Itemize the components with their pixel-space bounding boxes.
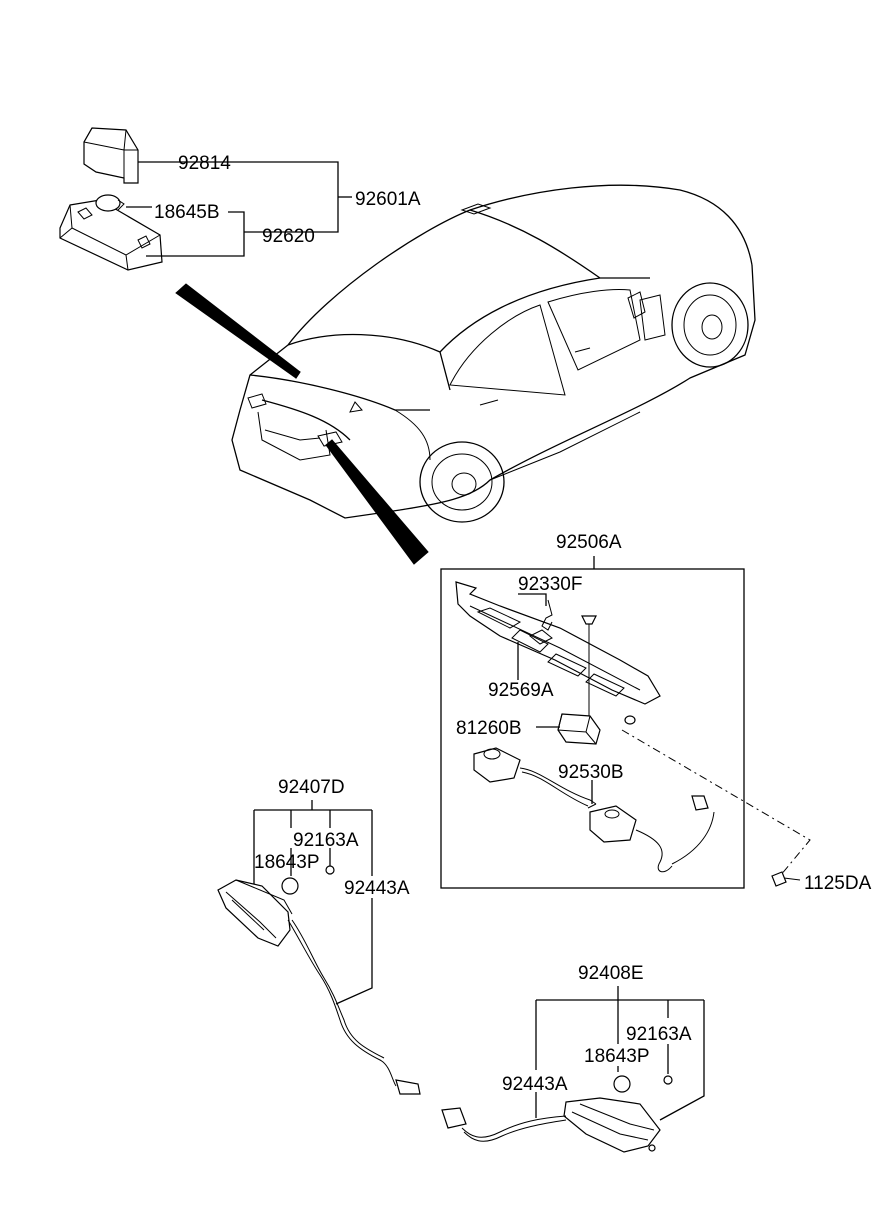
license-lamp-unit bbox=[473, 747, 715, 873]
label-92569A: 92569A bbox=[488, 680, 554, 701]
label-92443A-right: 92443A bbox=[502, 1074, 568, 1095]
label-1125DA: 1125DA bbox=[804, 873, 872, 894]
bolt bbox=[771, 871, 801, 887]
label-92163A-left: 92163A bbox=[293, 830, 359, 851]
pointer-license-lamp bbox=[325, 439, 429, 565]
switch bbox=[557, 713, 601, 745]
label-92620: 92620 bbox=[262, 226, 315, 247]
label-92407D: 92407D bbox=[278, 777, 345, 798]
label-92506A: 92506A bbox=[556, 532, 622, 553]
label-18643P-left: 18643P bbox=[254, 852, 320, 873]
room-lamp-lens bbox=[83, 127, 139, 184]
car-illustration bbox=[231, 184, 756, 523]
room-lamp-housing bbox=[59, 194, 163, 271]
label-92530B: 92530B bbox=[558, 762, 624, 783]
label-92408E: 92408E bbox=[578, 963, 644, 984]
nut bbox=[624, 715, 636, 725]
label-92443A-left: 92443A bbox=[344, 878, 410, 899]
right-rear-lamp bbox=[441, 1075, 673, 1153]
left-rear-lamp bbox=[217, 865, 421, 1095]
garnish-panel bbox=[455, 581, 661, 705]
pointer-room-lamp bbox=[175, 283, 301, 379]
label-92814: 92814 bbox=[178, 153, 231, 174]
license-lamp-box bbox=[440, 568, 745, 889]
label-92330F: 92330F bbox=[518, 574, 582, 595]
label-81260B: 81260B bbox=[456, 718, 522, 739]
clip bbox=[541, 599, 553, 631]
label-18643P-right: 18643P bbox=[584, 1046, 650, 1067]
label-92163A-right: 92163A bbox=[626, 1024, 692, 1045]
label-92601A: 92601A bbox=[355, 189, 421, 210]
label-18645B: 18645B bbox=[154, 202, 220, 223]
